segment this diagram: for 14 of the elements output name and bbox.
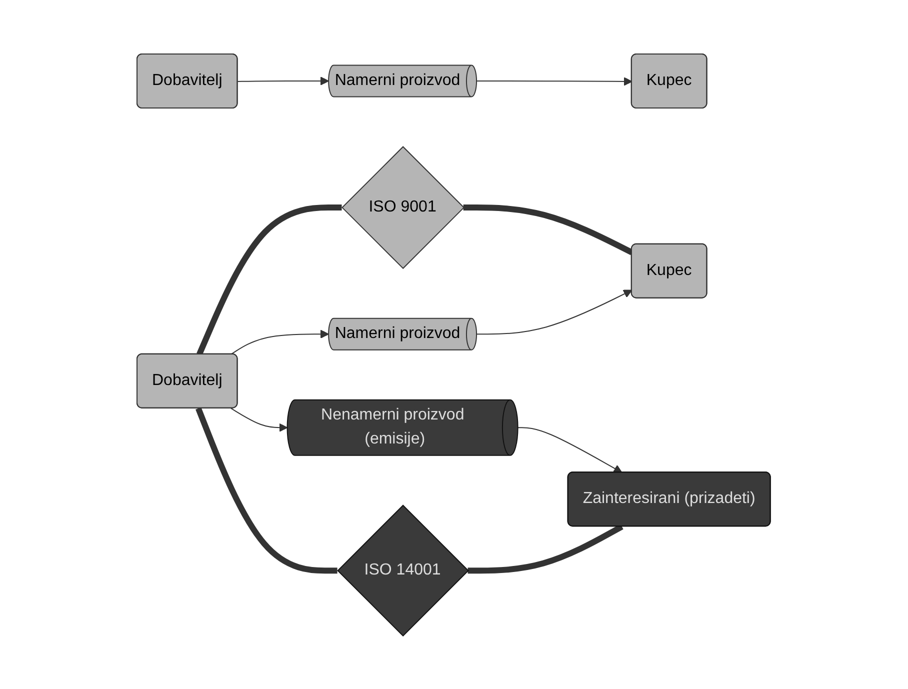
node-diamond: ISO 9001: [342, 146, 465, 269]
connector: [196, 204, 342, 356]
arrow: [476, 289, 633, 334]
arrow: [230, 407, 288, 432]
node-text: Nenamerni proizvod (emisije): [321, 406, 465, 448]
node-text: Namerni proizvod: [335, 72, 461, 89]
arrow: [230, 329, 330, 354]
connector: [468, 524, 624, 574]
connector: [196, 406, 338, 574]
arrow: [476, 76, 633, 86]
arrow: [238, 76, 330, 85]
arrow: [518, 426, 623, 473]
node-text: Namerni proizvod: [335, 324, 461, 342]
node-diamond: ISO 14001: [337, 504, 470, 636]
